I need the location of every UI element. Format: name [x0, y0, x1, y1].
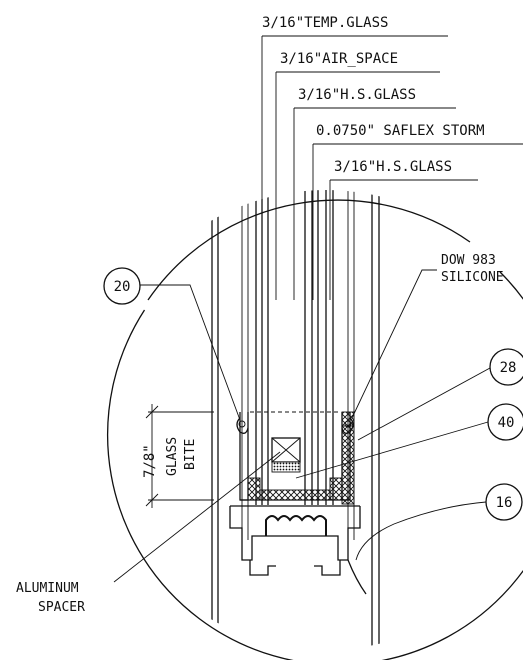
callout-saflex: 0.0750" SAFLEX STORM — [316, 123, 485, 139]
balloon-16-label: 16 — [496, 495, 513, 511]
balloon-28: 28 — [489, 348, 523, 386]
callout-air-space: 3/16"AIR_SPACE — [280, 51, 398, 67]
callout-hs-glass-2: 3/16"H.S.GLASS — [334, 159, 452, 175]
bite-word-bite: BITE — [183, 439, 198, 470]
glass-bite-dimension: 7/8" GLASS BITE — [142, 404, 214, 508]
callout-hs-glass-1: 3/16"H.S.GLASS — [298, 87, 416, 103]
gasket-left — [236, 417, 249, 434]
balloon-16: 16 — [485, 483, 523, 521]
aluminum-spacer — [271, 437, 301, 473]
gasket-right — [341, 417, 354, 434]
balloon-28-label: 28 — [500, 360, 517, 376]
balloon-40-label: 40 — [498, 415, 515, 431]
bite-word-glass: GLASS — [165, 437, 180, 476]
silicone-sealant — [247, 411, 355, 505]
callout-temp-glass: 3/16"TEMP.GLASS — [262, 15, 388, 31]
detail-circle — [107, 199, 523, 660]
callout-dow-983: DOW 983 — [441, 253, 496, 268]
balloon-20-label: 20 — [114, 279, 131, 295]
glass-lites — [211, 190, 380, 650]
callout-leaders — [113, 35, 523, 583]
balloon-40: 40 — [487, 403, 523, 441]
callout-aluminum: ALUMINUM — [16, 581, 79, 596]
callout-spacer: SPACER — [38, 600, 85, 615]
callout-silicone: SILICONE — [441, 270, 504, 285]
balloon-20: 20 — [103, 267, 141, 305]
bite-dimension-label: 7/8" — [142, 444, 158, 478]
